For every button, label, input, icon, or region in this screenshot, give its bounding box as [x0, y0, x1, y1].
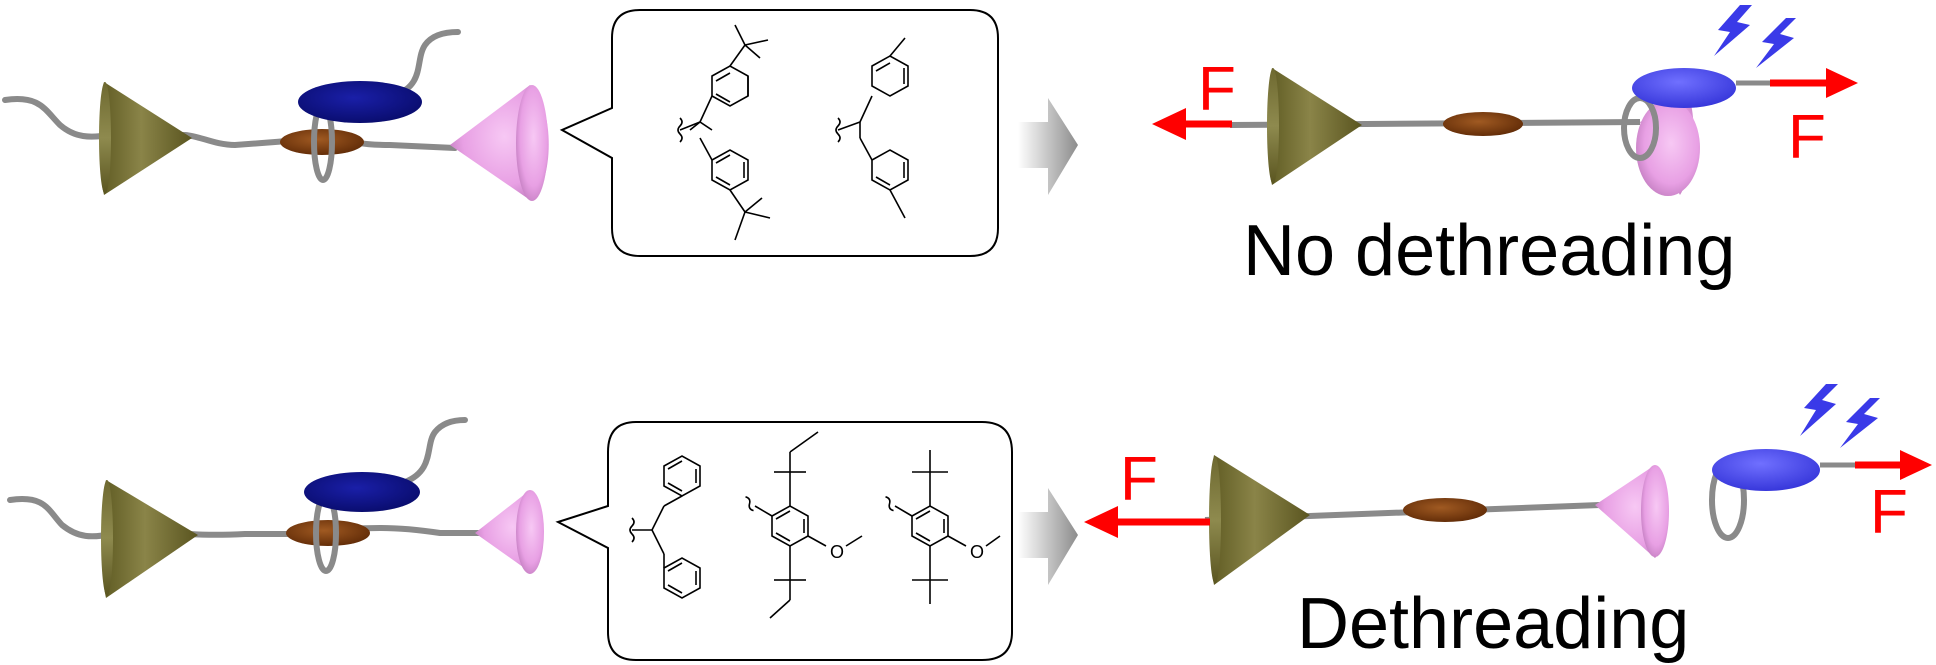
bubble-outline: [559, 9, 999, 257]
large-stopper: [101, 480, 198, 598]
bottom-rotaxane-dethreaded: [1204, 449, 1860, 585]
station: [1443, 112, 1523, 136]
force-label-left: F: [1120, 445, 1158, 514]
bottom-rotaxane-threaded: [7, 417, 544, 598]
bis-tbutylphenyl-methyl-structure: [677, 24, 771, 241]
large-stopper-base: [1267, 68, 1279, 184]
large-stopper: [99, 82, 192, 195]
large-stopper: [1209, 455, 1310, 585]
macrocycle: [298, 81, 422, 123]
large-stopper-base: [101, 480, 113, 596]
small-stopper-base: [516, 490, 544, 574]
bottom-lightning-icon: [1800, 384, 1880, 448]
macrocycle: [1632, 68, 1736, 108]
large-stopper-base: [1209, 456, 1221, 584]
axle: [7, 496, 483, 540]
force-arrowhead: [1900, 450, 1932, 480]
di-tert-pentyl-methoxyphenyl-structure: O: [745, 431, 863, 619]
top-structure-bubble: [559, 9, 999, 257]
top-force-right: F: [1770, 68, 1858, 172]
small-stopper-base: [1641, 465, 1669, 557]
force-arrowhead: [1084, 506, 1118, 538]
top-lightning-icon: [1714, 5, 1796, 68]
bottom-structure-bubble: O O: [555, 421, 1013, 661]
station: [1403, 498, 1487, 522]
bubble-outline: [555, 421, 1013, 661]
large-stopper: [1267, 68, 1362, 185]
force-label-right: F: [1870, 478, 1908, 547]
force-arrowhead: [1826, 68, 1858, 98]
macrocycle-tail: [392, 29, 461, 98]
top-force-left: F: [1152, 55, 1236, 140]
small-stopper-base: [1636, 100, 1700, 196]
bottom-force-right: F: [1855, 450, 1932, 547]
bottom-outcome-label: Dethreading: [1297, 584, 1689, 664]
force-label-left: F: [1198, 55, 1236, 124]
station: [286, 520, 370, 546]
bis-methylphenyl-methyl-structure: [835, 37, 909, 219]
macrocycle: [1712, 449, 1820, 491]
force-arrowhead: [1152, 108, 1186, 140]
diphenylmethyl-structure: [629, 455, 701, 599]
station: [280, 129, 364, 155]
di-tert-butyl-methoxyphenyl-structure: O: [885, 450, 1001, 604]
top-reaction-arrow: [1018, 98, 1078, 195]
svg-text:O: O: [830, 542, 844, 562]
macrocycle-tail: [402, 417, 468, 485]
top-outcome-label: No dethreading: [1243, 211, 1735, 291]
macrocycle: [304, 472, 420, 512]
bottom-force-left: F: [1084, 445, 1210, 538]
svg-text:O: O: [970, 542, 984, 562]
large-stopper-base: [99, 82, 111, 194]
top-rotaxane-threaded: [2, 29, 549, 201]
force-label-right: F: [1788, 103, 1826, 172]
small-stopper-base: [516, 85, 548, 201]
bottom-reaction-arrow: [1018, 488, 1078, 585]
top-rotaxane-under-force: [1229, 68, 1780, 196]
